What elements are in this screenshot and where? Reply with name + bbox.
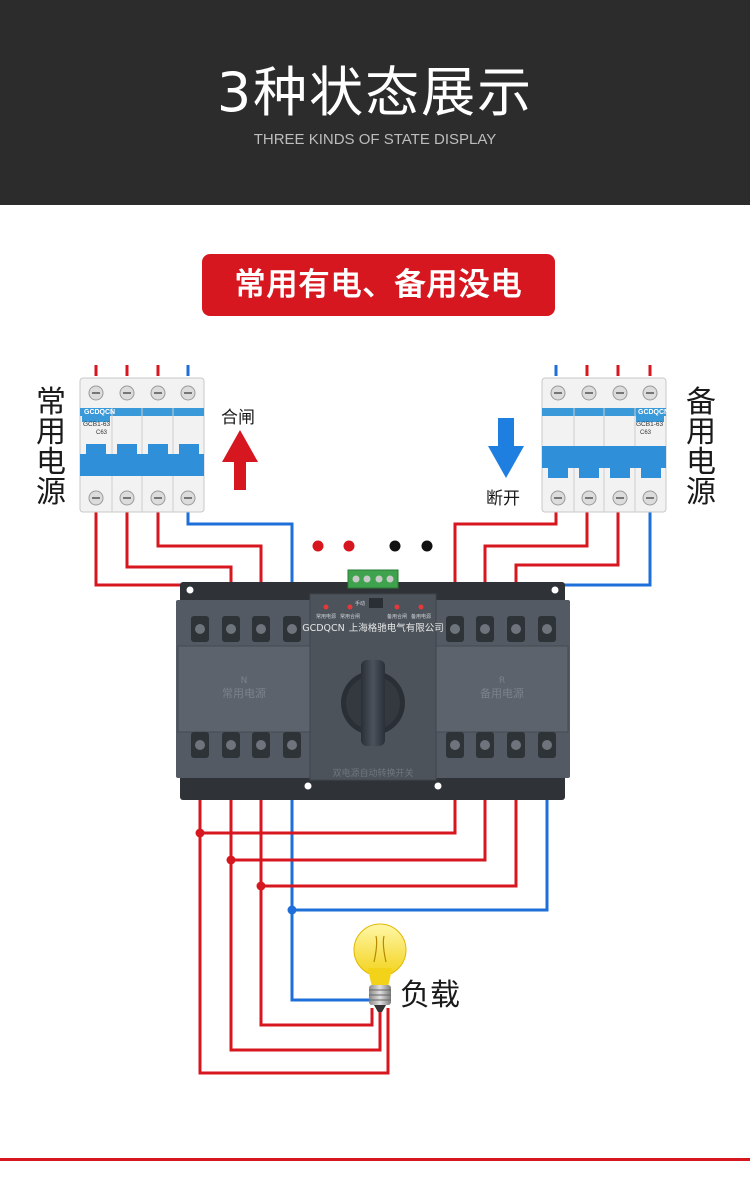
indicator-label-4: 备用电源 (411, 613, 431, 620)
right-breaker-rating: C63 (640, 430, 652, 436)
up-arrow-icon (222, 430, 258, 490)
left-module-letter: N (241, 676, 248, 686)
left-breaker-rating: C63 (96, 430, 108, 436)
left-breaker (79, 377, 205, 513)
right-module-label: 备用电源 (480, 686, 524, 700)
left-breaker-model: GCB1-63 (83, 421, 110, 428)
light-bulb-icon (353, 923, 407, 1012)
state-label: 常用有电、备用没电 (202, 254, 555, 316)
right-incoming-stubs (554, 365, 652, 376)
junction-dots (195, 828, 297, 915)
left-breaker-brand: GCDQCN (84, 409, 115, 416)
right-breaker-brand: GCDQCN (638, 409, 669, 416)
status-dot-3 (389, 540, 401, 552)
status-dot-2 (343, 540, 355, 552)
left-incoming-stubs (94, 365, 190, 376)
front-plate-label: 双电源自动转换开关 (332, 767, 413, 779)
right-module-letter: R (499, 676, 505, 686)
left-module-label: 常用电源 (222, 686, 266, 700)
left-source-label: 常用电源 (36, 385, 66, 510)
down-arrow-icon (488, 418, 524, 478)
page-title: 3种状态展示 (216, 61, 534, 124)
status-dot-1 (312, 540, 324, 552)
indicator-label-3: 备用合闸 (387, 613, 407, 620)
right-breaker (541, 377, 667, 513)
load-label: 负载 (400, 978, 460, 1013)
left-action-label: 合闸 (221, 408, 255, 428)
wires (94, 365, 652, 1075)
right-breaker-model: GCB1-63 (636, 421, 663, 428)
status-dot-4 (421, 540, 433, 552)
right-action-label: 断开 (486, 489, 520, 509)
rotary-handle-icon (341, 660, 405, 746)
status-dots (312, 540, 433, 552)
indicator-label-1: 常用电源 (316, 613, 336, 620)
footer-divider (0, 1158, 750, 1161)
header-banner: 3种状态展示 THREE KINDS OF STATE DISPLAY (0, 0, 750, 205)
mode-label: 手动 (355, 600, 365, 607)
page-subtitle: THREE KINDS OF STATE DISPLAY (253, 131, 497, 148)
right-source-label: 备用电源 (686, 385, 716, 510)
bottom-terminals (191, 732, 556, 758)
transfer-switch (176, 569, 570, 800)
indicator-label-2: 常用合闸 (340, 613, 360, 620)
